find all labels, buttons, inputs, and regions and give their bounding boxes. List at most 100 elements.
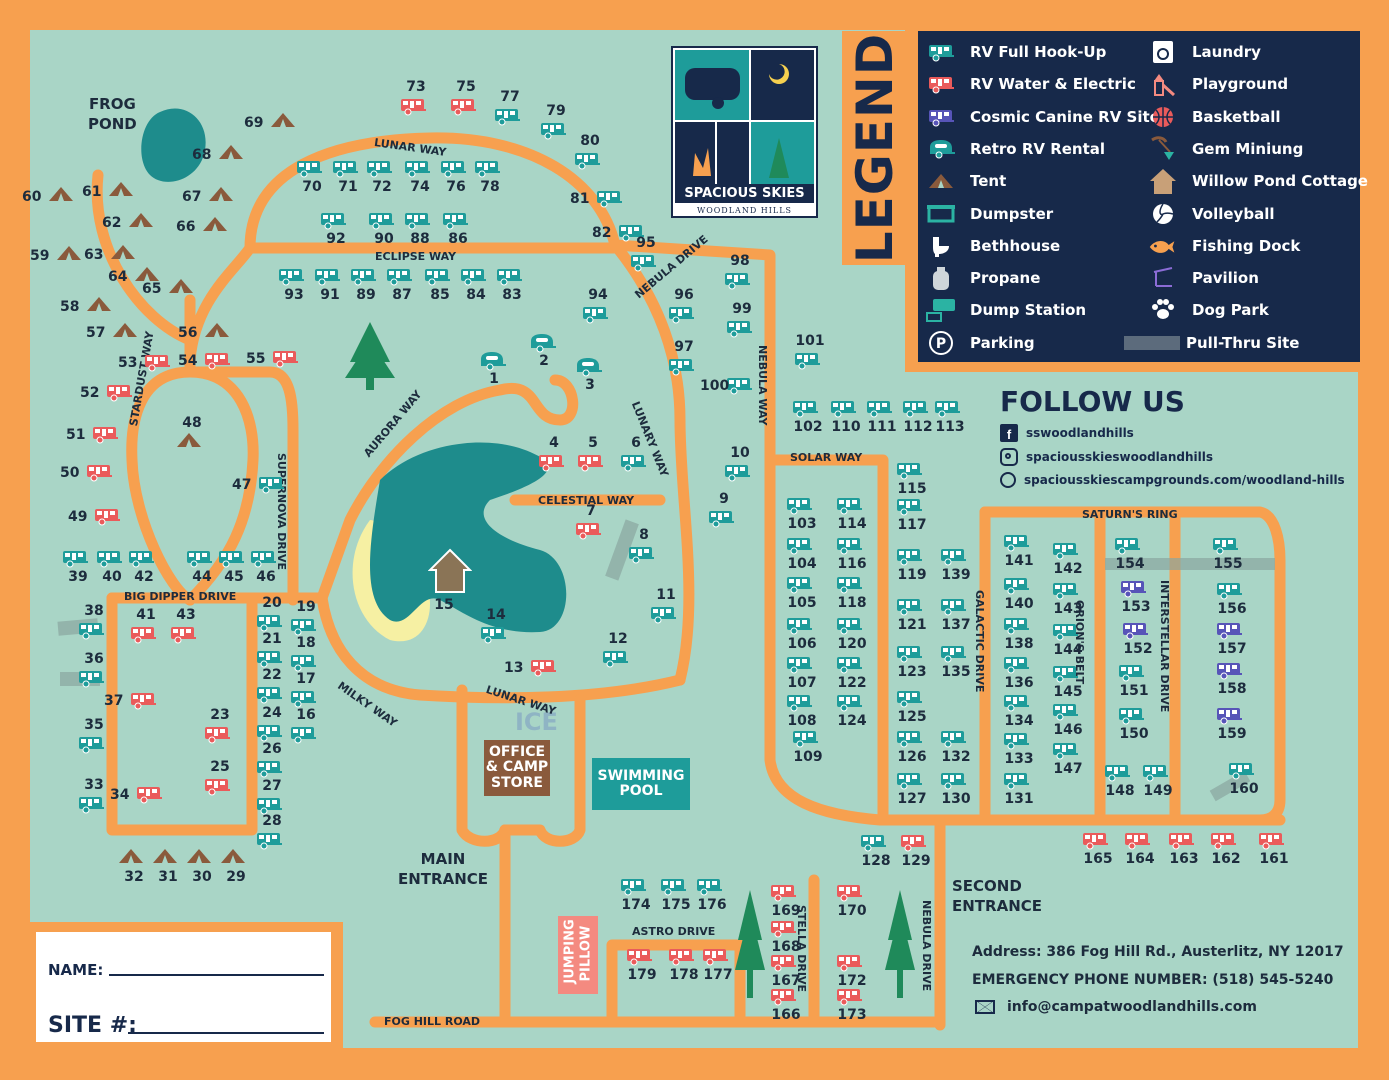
campsite-99[interactable]: 99 <box>726 302 758 342</box>
campsite-30[interactable]: 30 <box>186 848 218 884</box>
campsite-130[interactable]: 130 <box>940 770 972 806</box>
campsite-163[interactable]: 163 <box>1168 830 1200 866</box>
website-link[interactable]: spaciousskiescampgrounds.com/woodland-hi… <box>1000 472 1345 488</box>
campsite-106[interactable]: 106 <box>786 615 818 651</box>
swimming-pool[interactable]: SWIMMING POOL <box>592 758 690 810</box>
campsite-54[interactable]: 54 <box>178 350 236 374</box>
campsite-51[interactable]: 51 <box>66 424 124 448</box>
campsite-12[interactable]: 12 <box>602 632 634 672</box>
campsite-126[interactable]: 126 <box>896 728 928 764</box>
campsite-133[interactable]: 133 <box>1003 730 1035 766</box>
campsite-20[interactable]: 20 <box>256 596 288 636</box>
campsite-13[interactable]: 13 <box>504 657 562 681</box>
campsite-18[interactable]: 18 <box>290 636 322 676</box>
campsite-84[interactable]: 84 <box>460 266 492 302</box>
campsite-121[interactable]: 121 <box>896 596 928 632</box>
campsite-174[interactable]: 174 <box>620 876 652 912</box>
campsite-29[interactable]: 29 <box>220 848 252 884</box>
campsite-162[interactable]: 162 <box>1210 830 1242 866</box>
campsite-86[interactable]: 86 <box>442 210 474 246</box>
campsite-137[interactable]: 137 <box>940 596 972 632</box>
campsite-23[interactable]: 23 <box>204 708 236 748</box>
campsite-6[interactable]: 6 <box>620 436 652 476</box>
campsite-70[interactable]: 70 <box>296 158 328 194</box>
campsite-16[interactable]: 16 <box>290 708 322 748</box>
campsite-175[interactable]: 175 <box>660 876 692 912</box>
campsite-168[interactable]: 168 <box>770 918 802 954</box>
campsite-115[interactable]: 115 <box>896 460 928 496</box>
campsite-50[interactable]: 50 <box>60 462 118 486</box>
campsite-57[interactable]: 57 <box>86 322 144 346</box>
campsite-53[interactable]: 53 <box>118 352 176 376</box>
campsite-72[interactable]: 72 <box>366 158 398 194</box>
campsite-76[interactable]: 76 <box>440 158 472 194</box>
campsite-155[interactable]: 155 <box>1212 535 1244 571</box>
campsite-71[interactable]: 71 <box>332 158 364 194</box>
campsite-77[interactable]: 77 <box>494 90 526 130</box>
campsite-4[interactable]: 4 <box>538 436 570 476</box>
campsite-62[interactable]: 62 <box>102 212 160 236</box>
campsite-36[interactable]: 36 <box>78 652 110 692</box>
campsite-46[interactable]: 46 <box>250 548 282 584</box>
campsite-151[interactable]: 151 <box>1118 662 1150 698</box>
campsite-161[interactable]: 161 <box>1258 830 1290 866</box>
campsite-83[interactable]: 83 <box>496 266 528 302</box>
campsite-33[interactable]: 33 <box>78 778 110 818</box>
campsite-177[interactable]: 177 <box>702 946 734 982</box>
campsite-105[interactable]: 105 <box>786 574 818 610</box>
campsite-100[interactable]: 100 <box>700 375 758 399</box>
campsite-89[interactable]: 89 <box>350 266 382 302</box>
campsite-138[interactable]: 138 <box>1003 615 1035 651</box>
campsite-2[interactable]: 2 <box>528 332 560 368</box>
campsite-139[interactable]: 139 <box>940 546 972 582</box>
campsite-136[interactable]: 136 <box>1003 654 1035 690</box>
campsite-25[interactable]: 25 <box>204 760 236 800</box>
campsite-85[interactable]: 85 <box>424 266 456 302</box>
campsite-10[interactable]: 10 <box>724 446 756 486</box>
campsite-74[interactable]: 74 <box>404 158 436 194</box>
campsite-159[interactable]: 159 <box>1216 705 1248 741</box>
campsite-124[interactable]: 124 <box>836 692 868 728</box>
campsite-14[interactable]: 14 <box>480 608 512 648</box>
campsite-63[interactable]: 63 <box>84 244 142 268</box>
campsite-164[interactable]: 164 <box>1124 830 1156 866</box>
campsite-172[interactable]: 172 <box>836 952 868 988</box>
campsite-47[interactable]: 47 <box>232 474 290 498</box>
campsite-109[interactable]: 109 <box>792 728 824 764</box>
campsite-101[interactable]: 101 <box>794 334 826 374</box>
campsite-149[interactable]: 149 <box>1142 762 1174 798</box>
campsite-26[interactable]: 26 <box>256 742 288 782</box>
campsite-73[interactable]: 73 <box>400 80 432 120</box>
campsite-95[interactable]: 95 <box>630 236 662 276</box>
campsite-153[interactable]: 153 <box>1120 578 1152 614</box>
campsite-141[interactable]: 141 <box>1003 532 1035 568</box>
campsite-32[interactable]: 32 <box>118 848 150 884</box>
campsite-68[interactable]: 68 <box>192 144 250 168</box>
campsite-140[interactable]: 140 <box>1003 575 1035 611</box>
campsite-166[interactable]: 166 <box>770 986 802 1022</box>
campsite-24[interactable]: 24 <box>256 706 288 746</box>
campsite-61[interactable]: 61 <box>82 181 140 205</box>
campsite-157[interactable]: 157 <box>1216 620 1248 656</box>
campsite-167[interactable]: 167 <box>770 952 802 988</box>
campsite-135[interactable]: 135 <box>940 643 972 679</box>
campsite-39[interactable]: 39 <box>62 548 94 584</box>
campsite-19[interactable]: 19 <box>290 600 322 640</box>
campsite-69[interactable]: 69 <box>244 112 302 136</box>
campsite-81[interactable]: 81 <box>570 188 628 212</box>
campsite-142[interactable]: 142 <box>1052 540 1084 576</box>
campsite-28[interactable]: 28 <box>256 814 288 854</box>
campsite-178[interactable]: 178 <box>668 946 700 982</box>
campsite-111[interactable]: 111 <box>866 398 898 434</box>
campsite-134[interactable]: 134 <box>1003 692 1035 728</box>
campsite-96[interactable]: 96 <box>668 288 700 328</box>
campsite-110[interactable]: 110 <box>830 398 862 434</box>
office-camp-store[interactable]: OFFICE & CAMP STORE <box>484 740 550 796</box>
campsite-145[interactable]: 145 <box>1052 663 1084 699</box>
campsite-147[interactable]: 147 <box>1052 740 1084 776</box>
campsite-118[interactable]: 118 <box>836 574 868 610</box>
campsite-156[interactable]: 156 <box>1216 580 1248 616</box>
campsite-125[interactable]: 125 <box>896 688 928 724</box>
campsite-116[interactable]: 116 <box>836 535 868 571</box>
campsite-92[interactable]: 92 <box>320 210 352 246</box>
